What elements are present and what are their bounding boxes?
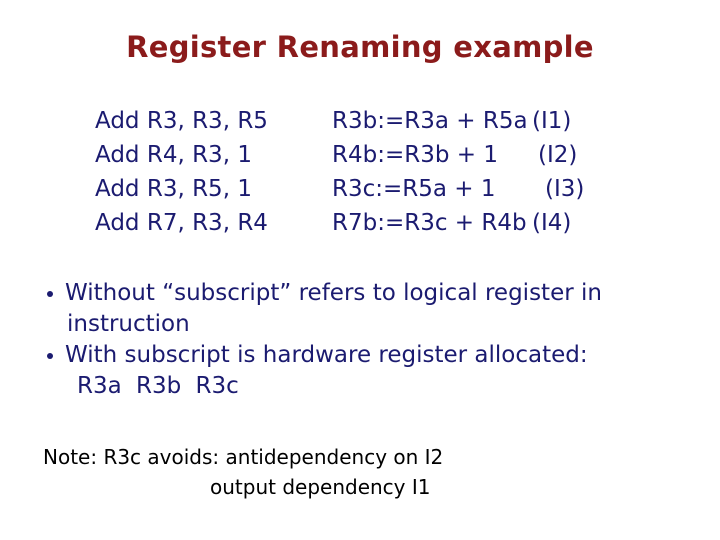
hardware-register-list: R3a R3b R3c — [77, 373, 239, 399]
instruction-row: Add R7, R3, R4 R7b:=R3c + R4b (I4) — [95, 206, 695, 240]
slide-title: Register Renaming example — [126, 30, 594, 64]
renamed-instruction: R3b:=R3a + R5a — [332, 108, 528, 134]
instruction-row: Add R4, R3, 1 R4b:=R3b + 1 (I2) — [95, 138, 695, 172]
instruction-tag: (I3) — [545, 176, 585, 202]
bullet-item: With subscript is hardware register allo… — [0, 340, 690, 371]
note-line: Note: R3c avoids: antidependency on I2 — [43, 445, 444, 469]
renamed-instruction: R4b:=R3b + 1 — [332, 142, 498, 168]
instruction-row: Add R3, R3, R5 R3b:=R3a + R5a (I1) — [95, 104, 695, 138]
note-line: output dependency I1 — [210, 475, 431, 499]
bullet-text: Without “subscript” refers to logical re… — [65, 280, 602, 306]
bullet-text: With subscript is hardware register allo… — [65, 342, 588, 368]
instruction-tag: (I4) — [532, 210, 572, 236]
asm-instruction: Add R3, R3, R5 — [95, 108, 268, 134]
bullet-item: Without “subscript” refers to logical re… — [0, 278, 690, 309]
bullet-list: Without “subscript” refers to logical re… — [0, 278, 690, 402]
instruction-row: Add R3, R5, 1 R3c:=R5a + 1 (I3) — [95, 172, 695, 206]
renamed-instruction: R7b:=R3c + R4b — [332, 210, 527, 236]
bullet-icon — [47, 291, 53, 297]
renamed-instruction: R3c:=R5a + 1 — [332, 176, 496, 202]
instruction-table: Add R3, R3, R5 R3b:=R3a + R5a (I1) Add R… — [95, 104, 695, 240]
bullet-icon — [47, 353, 53, 359]
asm-instruction: Add R3, R5, 1 — [95, 176, 252, 202]
asm-instruction: Add R7, R3, R4 — [95, 210, 268, 236]
asm-instruction: Add R4, R3, 1 — [95, 142, 252, 168]
bullet-text-continuation: instruction — [67, 311, 190, 337]
instruction-tag: (I2) — [538, 142, 578, 168]
instruction-tag: (I1) — [532, 108, 572, 134]
note-block: Note: R3c avoids: antidependency on I2 o… — [43, 442, 443, 502]
